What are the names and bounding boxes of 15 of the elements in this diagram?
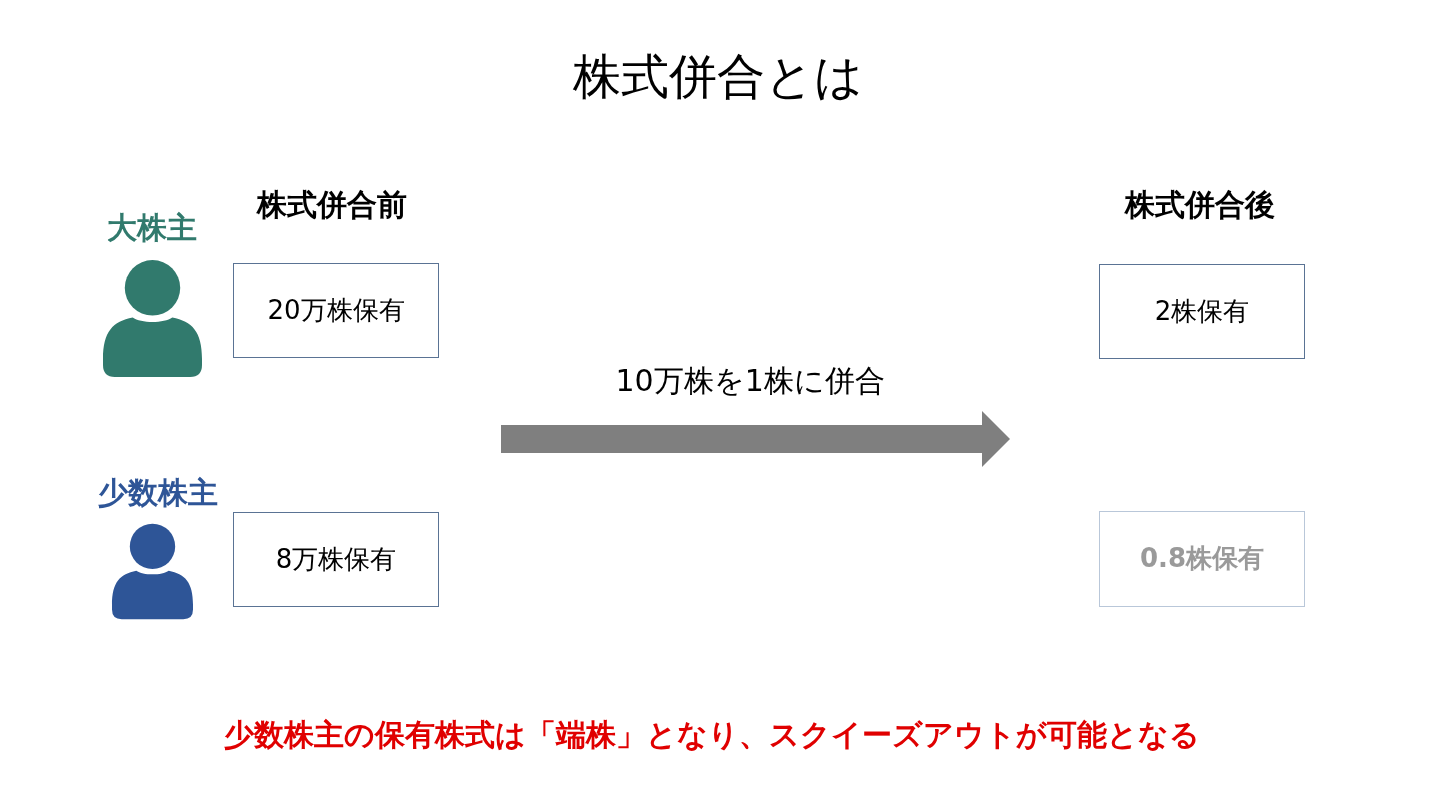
shareholder-label: 少数株主 <box>98 475 218 510</box>
holding-box <box>233 512 439 607</box>
holding-box <box>1099 511 1305 607</box>
share-count: 20万株保有 <box>267 295 405 326</box>
arrow-label: 10万株を1株に併合 <box>615 363 885 398</box>
share-count: 8万株保有 <box>275 544 397 575</box>
share-count: 2株保有 <box>1154 296 1250 327</box>
column-heading: 株式併合後 <box>1125 187 1275 222</box>
holding-box <box>1099 264 1305 359</box>
shareholder-label: 大株主 <box>107 210 197 245</box>
column-heading: 株式併合前 <box>257 187 407 222</box>
holding-box <box>233 263 439 358</box>
share-count: 0.8株保有 <box>1139 544 1265 574</box>
caption: 少数株主の保有株式は「端株」となり、スクイーズアウトが可能となる <box>224 717 1200 752</box>
title: 株式併合とは <box>573 48 863 104</box>
